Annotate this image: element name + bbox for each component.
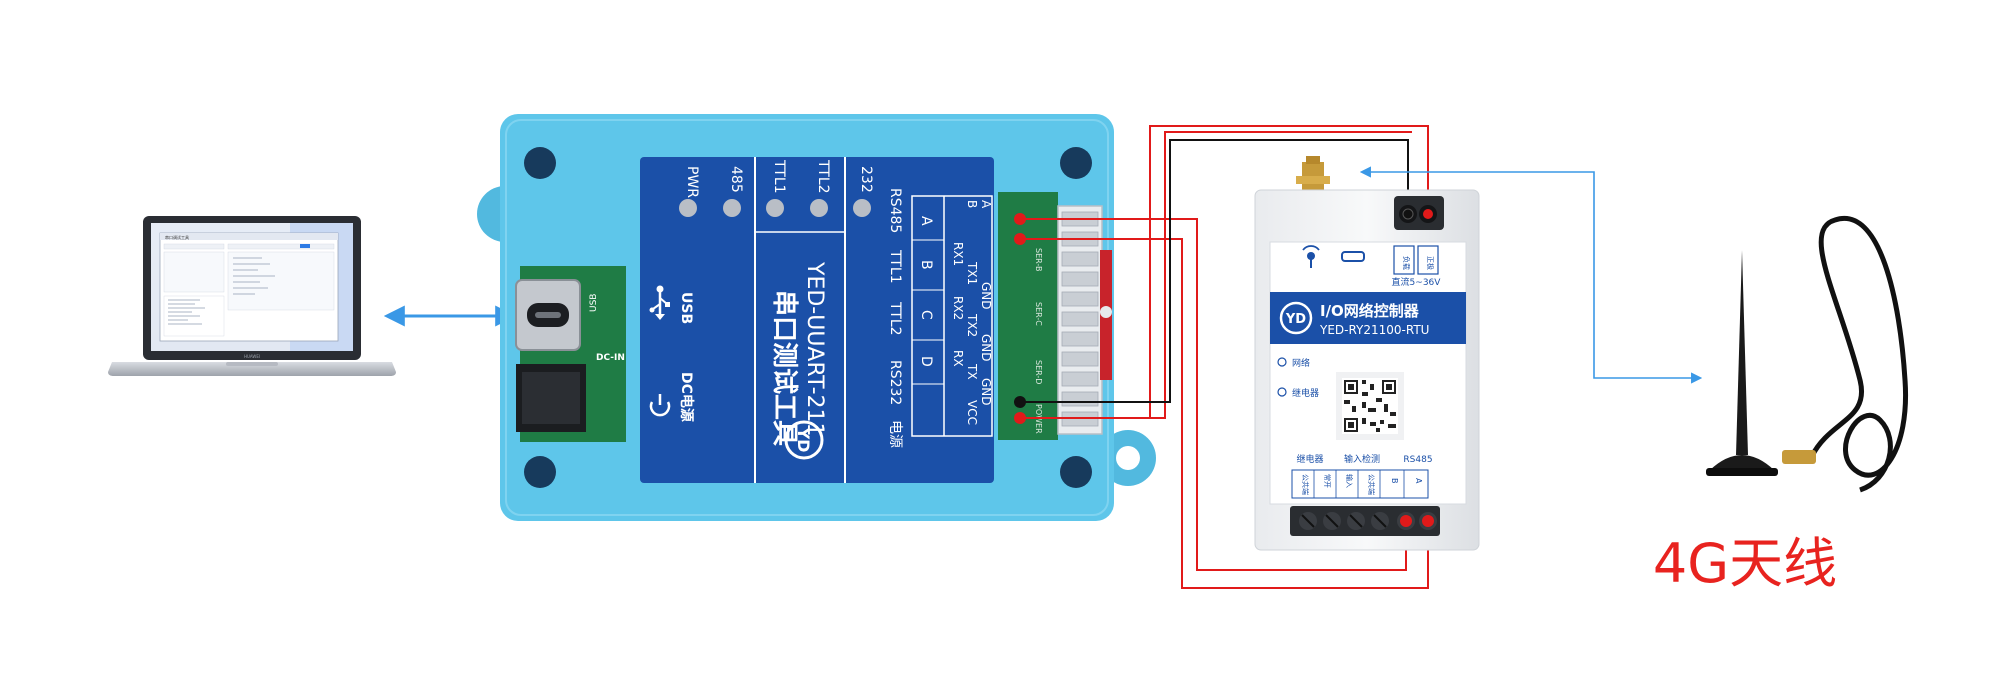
laptop: 串口调试工具 HUAWEI — [108, 216, 396, 376]
4g-antenna-label: 4G天线 — [1653, 532, 1837, 595]
indicator-label-485: 485 — [728, 166, 744, 193]
connector-label-ser-d: SER-D — [1034, 360, 1043, 384]
controller-title: I/O网络控制器 — [1320, 302, 1420, 320]
bottom-group-labels: 继电器 输入检测 RS485 — [1296, 453, 1432, 465]
pin-ttl1-rx1: RX1 — [951, 242, 965, 266]
laptop-brand: HUAWEI — [244, 354, 260, 359]
dc-port-label: DC-IN — [596, 353, 625, 363]
pin-232-rx: RX — [951, 350, 965, 367]
indicator-label-pwr: PWR — [684, 166, 700, 198]
svg-text:YD: YD — [1285, 312, 1306, 327]
connector-label-ser-c: SER-C — [1034, 302, 1043, 326]
group-label-power: 电源 — [887, 420, 903, 448]
usb-port-label: USB — [589, 294, 599, 312]
tester-model: YED-UUART-211 — [802, 261, 827, 437]
tester-title: 串口测试工具 — [769, 290, 799, 446]
led-232 — [853, 199, 871, 217]
pin-485-a: A — [979, 200, 993, 209]
laptop-window-title: 串口调试工具 — [165, 234, 189, 240]
4g-antenna — [1706, 218, 1906, 490]
terminal-label-b: B — [1390, 478, 1399, 484]
laptop-app-window: 串口调试工具 — [160, 233, 338, 341]
terminal-label-input: 输入 — [1345, 474, 1354, 488]
pin-ttl1-gnd: GND — [979, 282, 993, 310]
led-ttl1 — [766, 199, 784, 217]
pin-label-a: A — [918, 216, 934, 226]
terminal-label-relay-common: 公共端 — [1301, 474, 1310, 495]
serial-tester: USB DC-IN PWR 485 TTL1 TTL2 232 — [477, 114, 1156, 521]
pin-power-vcc: VCC — [965, 400, 979, 425]
pin-ttl2-gnd: GND — [979, 334, 993, 362]
power-terminals[interactable] — [1394, 196, 1444, 230]
led-ttl2 — [810, 199, 828, 217]
led-network-label: 网络 — [1292, 357, 1310, 369]
terminal-label-input-common: 公共端 — [1367, 474, 1376, 495]
dc-power-jack[interactable] — [516, 364, 586, 432]
indicator-label-232: 232 — [858, 166, 874, 193]
bottom-terminals[interactable] — [1290, 506, 1440, 536]
voltage-label: 直流5~36V — [1392, 276, 1442, 288]
controller-model: YED-RY21100-RTU — [1319, 323, 1429, 337]
antenna-cable — [1812, 218, 1906, 490]
pin-ttl1-tx1: TX1 — [965, 261, 979, 285]
pin-ttl2-tx2: TX2 — [965, 313, 979, 337]
indicator-label-ttl1: TTL1 — [771, 159, 787, 194]
pin-label-b: B — [918, 260, 934, 270]
group-label-rs485: RS485 — [887, 188, 903, 233]
group-label-ttl1: TTL1 — [887, 249, 903, 284]
group-label-ttl2: TTL2 — [887, 301, 903, 336]
dc-power-label: DC电源 — [678, 372, 695, 422]
pin-232-tx: TX — [965, 363, 979, 380]
group-input-detect: 输入检测 — [1344, 453, 1380, 465]
qr-code — [1336, 372, 1404, 440]
terminal-label-relay-no: 常开 — [1323, 474, 1332, 488]
indicator-label-ttl2: TTL2 — [815, 159, 831, 194]
led-relay-label: 继电器 — [1292, 387, 1319, 399]
io-controller: 负载 正极 直流5~36V YD I/O网络控制器 YED-RY21100-RT… — [1255, 156, 1479, 550]
group-label-rs232: RS232 — [887, 360, 903, 405]
sma-connector — [1296, 156, 1330, 192]
pin-485-b: B — [965, 200, 979, 208]
pin-232-gnd: GND — [979, 378, 993, 406]
pin-label-d: D — [918, 356, 934, 367]
pin-ttl2-rx2: RX2 — [951, 296, 965, 320]
power-label-load: 负载 — [1402, 256, 1411, 270]
group-relay: 继电器 — [1296, 453, 1323, 465]
power-label-positive: 正极 — [1426, 256, 1435, 270]
terminal-label-a: A — [1414, 478, 1423, 484]
pin-label-c: C — [918, 310, 934, 320]
connector-label-power: POWER — [1034, 404, 1043, 434]
led-pwr — [679, 199, 697, 217]
usb-label: USB — [678, 292, 694, 324]
group-rs485: RS485 — [1403, 455, 1432, 465]
usb-c-port[interactable] — [516, 280, 580, 350]
connector-label-ser-b: SER-B — [1034, 248, 1043, 271]
led-485 — [723, 199, 741, 217]
